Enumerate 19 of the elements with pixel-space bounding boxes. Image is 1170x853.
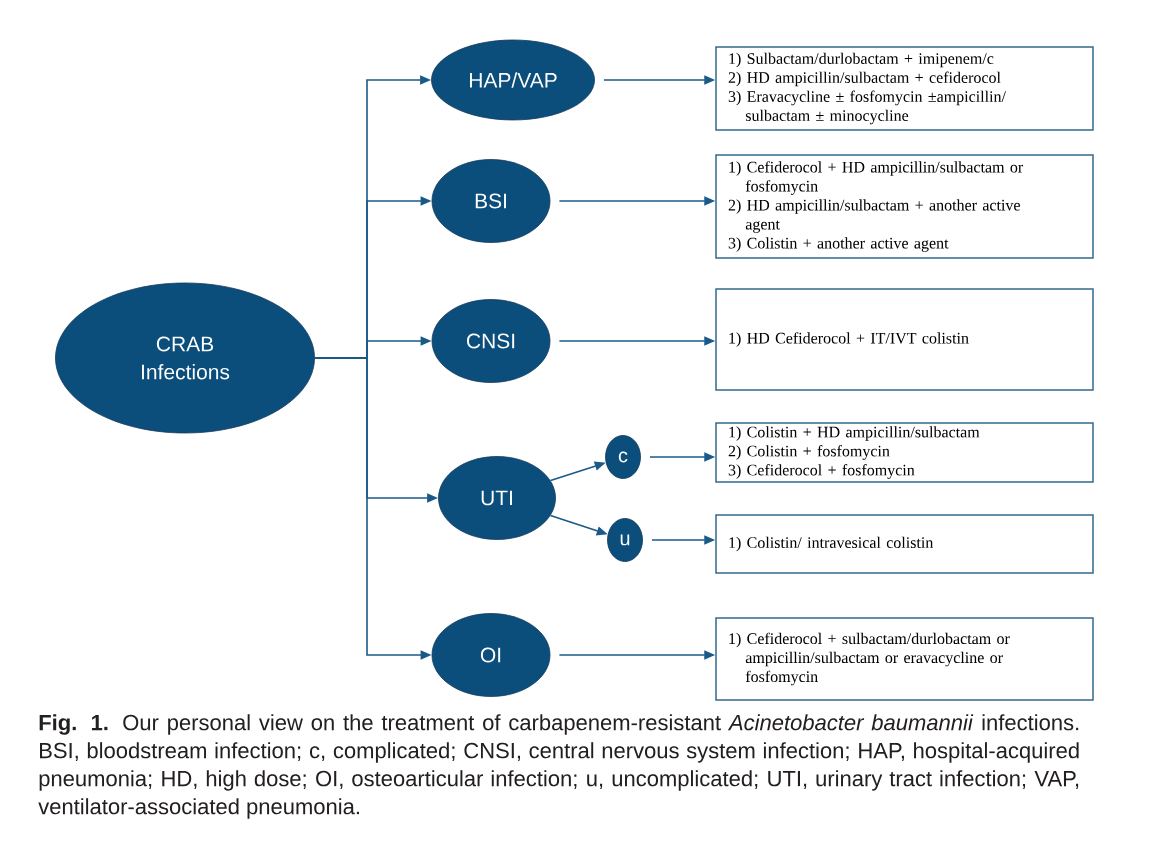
list-item: 1) Cefiderocol + HD ampicillin/sulbactam or fosfomycin (729, 161, 1024, 195)
list-item: 1) Sulbactam/durlobactam + imipenem/c (729, 52, 994, 68)
treatment-box (715, 617, 1094, 701)
treatment-box (715, 514, 1094, 574)
list-item: 3) Eravacycline ± fosfomycin ±ampicillin/ sulbactam ± minocycline (728, 90, 1006, 125)
treatment-box (715, 288, 1094, 391)
list-item: 1) Colistin/ intravesical colistin (729, 536, 934, 552)
list-item: 1) Cefiderocol + sulbactam/durlobactam or ampicillin/sulbactam or eravacycline or fosfomycin (729, 632, 1010, 686)
treatment-box (715, 46, 1094, 131)
treatment-box (715, 154, 1094, 259)
caption: Fig. 1. Our personal view on the treatment of carbapenem-resistant Acinetobacter baumannii infections. BSI, bloodstream infection; c, complicated; CNSI, central nervous system infection; HAP, hospital-acquired pneumonia; HD, high dose; OI, osteoarticular infection; u, uncomplicated; UTI, urinary tract infection; VAP, ventilator-associated pneumonia. (38, 714, 1079, 819)
list-item: 1) Colistin + HD ampicillin/sulbactam (729, 426, 980, 441)
list-item: 2) HD ampicillin/sulbactam + cefiderocol (728, 71, 1001, 87)
list-item: 3) Colistin + another active agent (728, 237, 949, 252)
list-item: 1) HD Cefiderocol + IT/IVT colistin (729, 332, 969, 347)
list-item: 3) Cefiderocol + fosfomycin (728, 464, 915, 479)
list-item: 2) HD ampicillin/sulbactam + another active agent (728, 199, 1020, 233)
list-item: 2) Colistin + fosfomycin (728, 445, 890, 460)
treatment-box (715, 422, 1094, 483)
